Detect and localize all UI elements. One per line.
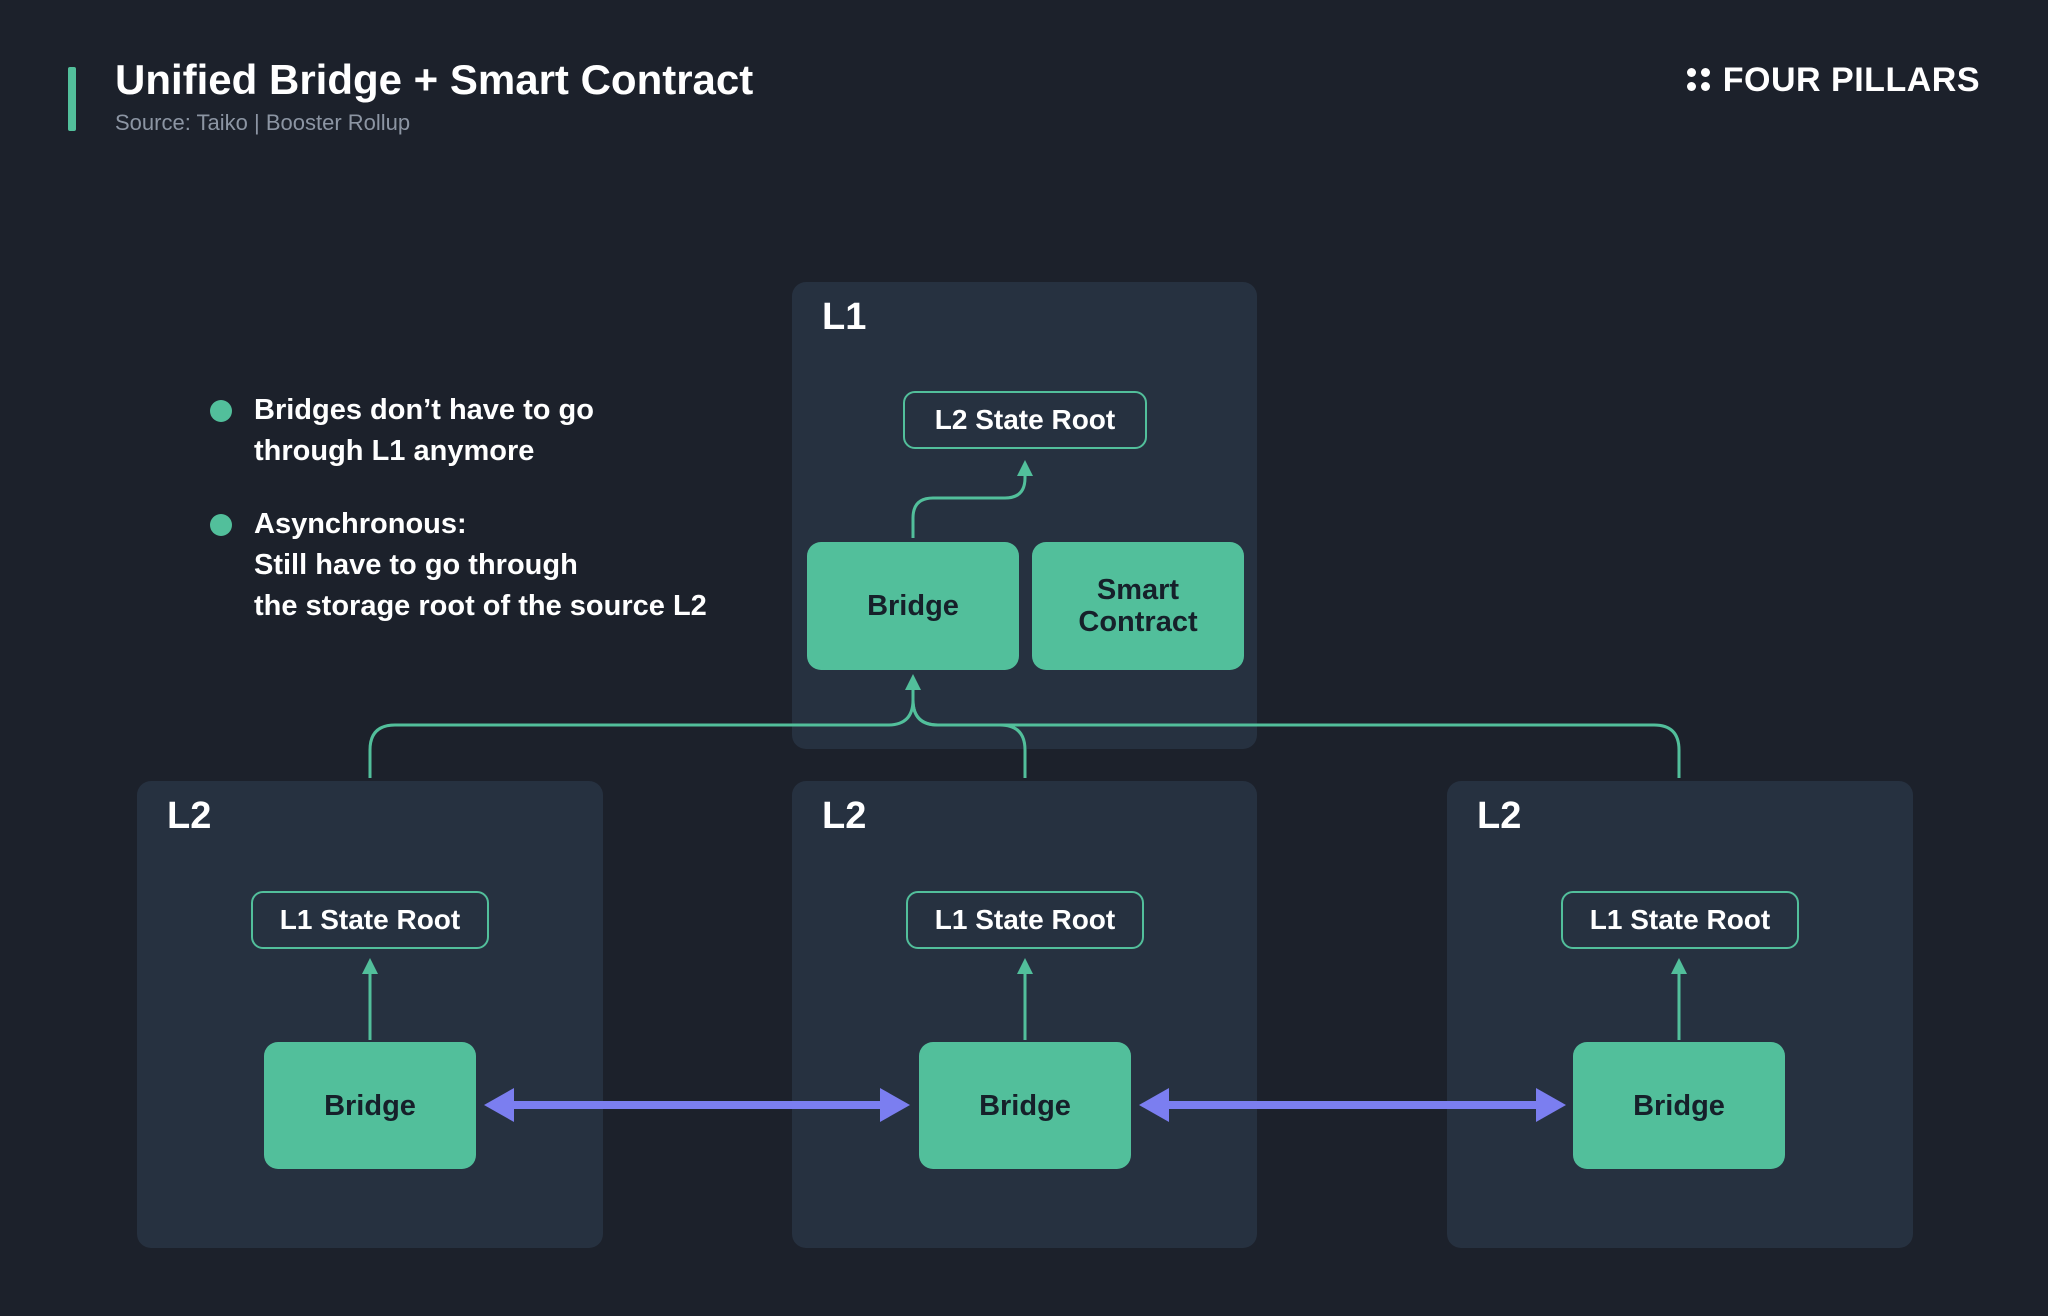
page-title: Unified Bridge + Smart Contract [115, 56, 754, 103]
page-subtitle: Source: Taiko | Booster Rollup [115, 110, 411, 135]
l2-left-l1-state-root: L1 State Root [251, 891, 489, 949]
note-line: Still have to go through [254, 549, 578, 581]
four-dots-icon [1686, 68, 1711, 92]
note-line: through L1 anymore [254, 435, 535, 467]
l1-panel: L1 [792, 282, 1257, 749]
bridge-link-center-right [1139, 1088, 1566, 1122]
bullet-dot-icon [210, 400, 232, 422]
l1-bridge: Bridge [807, 542, 1019, 670]
l2-right-to-l1-bridge-line [911, 699, 1681, 778]
l2-center-to-l1-bridge-line [911, 699, 1027, 778]
title-accent-bar [68, 67, 76, 131]
l1-l2-state-root: L2 State Root [903, 391, 1147, 449]
note-item: Asynchronous: Still have to go through t… [208, 504, 768, 627]
l1-bridge-to-state-root-arrow [911, 468, 1027, 538]
note-line: Asynchronous: [254, 508, 467, 540]
note-line: the storage root of the source L2 [254, 590, 707, 622]
l2-panel-label: L2 [167, 795, 212, 837]
l1-panel-label: L1 [822, 296, 867, 338]
l2-left-bridge: Bridge [264, 1042, 476, 1169]
l1-smart-contract: Smart Contract [1032, 542, 1244, 670]
l2-right-bridge: Bridge [1573, 1042, 1785, 1169]
l2-center-bridge: Bridge [919, 1042, 1131, 1169]
bridge-link-left-center [484, 1088, 910, 1122]
l2-center-l1-state-root: L1 State Root [906, 891, 1144, 949]
l2-right-l1-state-root: L1 State Root [1561, 891, 1799, 949]
note-item: Bridges don’t have to go through L1 anym… [208, 390, 768, 472]
l2-left-to-l1-bridge-line [368, 686, 915, 778]
bullet-dot-icon [210, 514, 232, 536]
brand-name: FOUR PILLARS [1722, 60, 1980, 99]
note-line: Bridges don’t have to go [254, 394, 594, 426]
l1-bridge-arrowhead [905, 674, 921, 690]
l2-panel-label: L2 [1477, 795, 1522, 837]
l2-panel-label: L2 [822, 795, 867, 837]
notes-list: Bridges don’t have to go through L1 anym… [208, 390, 768, 659]
brand-logo: FOUR PILLARS [1686, 58, 1980, 102]
